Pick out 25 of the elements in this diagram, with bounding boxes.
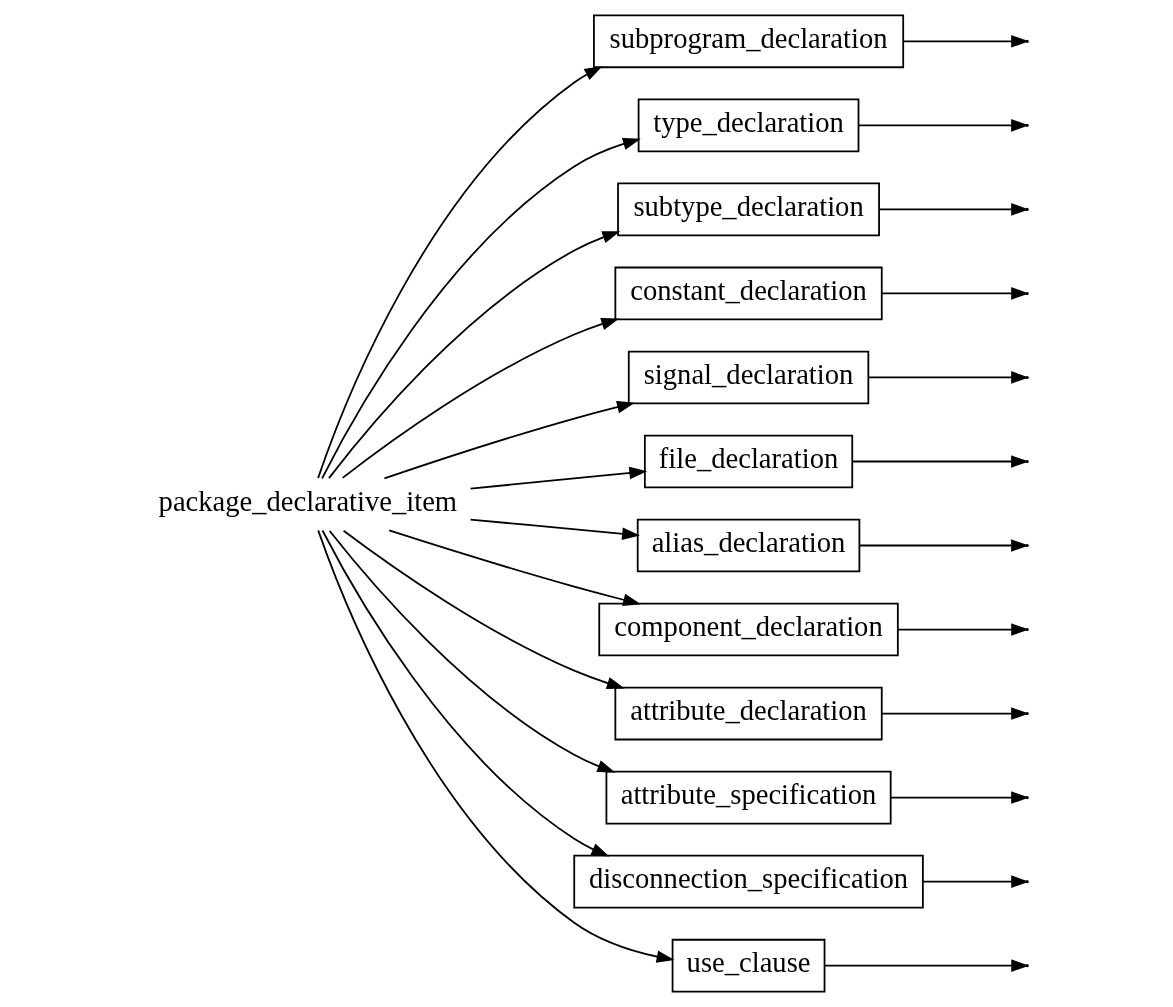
node-box: use_clause [671,938,826,993]
arrow [341,318,620,479]
node-box: type_declaration [637,98,860,153]
node-box: disconnection_specification [573,854,924,909]
node-box: component_declaration [598,602,899,657]
arrow [469,518,640,541]
arrow [383,401,635,480]
node-text: package_declarative_item [158,486,458,518]
arrow [388,529,641,606]
node-box: subprogram_declaration [593,14,905,69]
node-box: constant_declaration [614,266,883,321]
node-box: attribute_specification [605,770,892,825]
arrow [317,66,603,480]
node-box: attribute_declaration [614,686,883,741]
arrow [328,530,616,773]
arrow [328,231,621,480]
node-box: alias_declaration [636,518,861,573]
node-box: subtype_declaration [617,182,880,237]
node-box: file_declaration [643,434,854,489]
arrow [317,529,675,963]
arrow [321,137,641,480]
node-box: signal_declaration [627,350,870,405]
arrow [469,466,648,490]
arrow [321,529,610,857]
arrow [342,529,625,690]
